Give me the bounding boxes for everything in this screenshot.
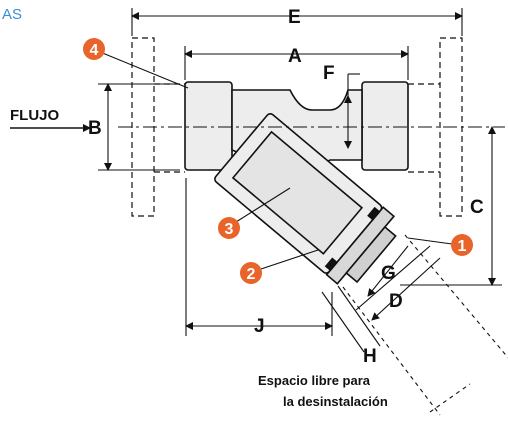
dim-label-d: D: [389, 291, 403, 312]
dim-label-f: F: [323, 63, 335, 84]
dim-label-c: C: [470, 197, 484, 218]
flow-label: FLUJO: [10, 107, 60, 124]
outlet-end: [361, 81, 409, 171]
removal-clearance-outline: [342, 234, 508, 416]
part-badge-2-circle: [240, 262, 262, 284]
clearance-note-line-1: Espacio libre para: [258, 373, 371, 388]
part-badge-3: 3: [218, 217, 240, 239]
dim-label-h: H: [363, 346, 377, 367]
dimension-lines: [98, 8, 502, 353]
part-badge-4: 4: [83, 38, 105, 60]
part-badge-2-number: 2: [247, 266, 256, 283]
screen-element: [231, 130, 364, 255]
corner-label: AS: [2, 6, 22, 23]
dim-label-e: E: [288, 7, 301, 28]
part-badge-1-number: 1: [458, 238, 467, 255]
part-badge-1: 1: [451, 234, 473, 256]
part-leaders: [99, 51, 453, 271]
clearance-note-line-2: la desinstalación: [283, 394, 388, 409]
part-badge-3-circle: [218, 217, 240, 239]
dim-label-b: B: [88, 118, 102, 139]
part-badge-1-circle: [451, 234, 473, 256]
dim-label-a: A: [288, 46, 302, 67]
part-badge-3-number: 3: [225, 221, 234, 238]
inlet-end: [184, 81, 233, 171]
gasket-bottom: [324, 257, 339, 272]
dim-label-g: G: [381, 263, 396, 284]
cap-plug: [345, 225, 397, 284]
strainer-body: [184, 81, 409, 285]
part-badge-4-number: 4: [90, 42, 99, 59]
part-badge-2: 2: [240, 262, 262, 284]
gasket-top: [367, 206, 381, 221]
part-badge-4-circle: [83, 38, 105, 60]
dim-label-j: J: [254, 316, 265, 337]
